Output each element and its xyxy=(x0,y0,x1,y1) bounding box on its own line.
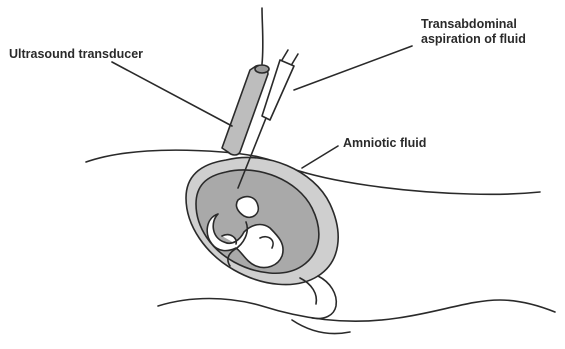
transducer-cable xyxy=(262,8,263,64)
lower-body-outline xyxy=(158,299,555,322)
transabdominal-label-line1: Transabdominal xyxy=(421,17,526,32)
ultrasound-transducer xyxy=(222,65,268,155)
aspiration-leader-line xyxy=(294,46,412,90)
transabdominal-aspiration-label: Transabdominal aspiration of fluid xyxy=(421,17,526,47)
amniotic-leader-line xyxy=(302,146,338,168)
ultrasound-transducer-label: Ultrasound transducer xyxy=(9,47,143,62)
transducer-top xyxy=(255,65,269,73)
transabdominal-label-line2: aspiration of fluid xyxy=(421,32,526,47)
transducer-leader-line xyxy=(112,62,232,126)
amniotic-fluid-label: Amniotic fluid xyxy=(343,136,426,151)
pelvis-curve xyxy=(292,320,350,334)
